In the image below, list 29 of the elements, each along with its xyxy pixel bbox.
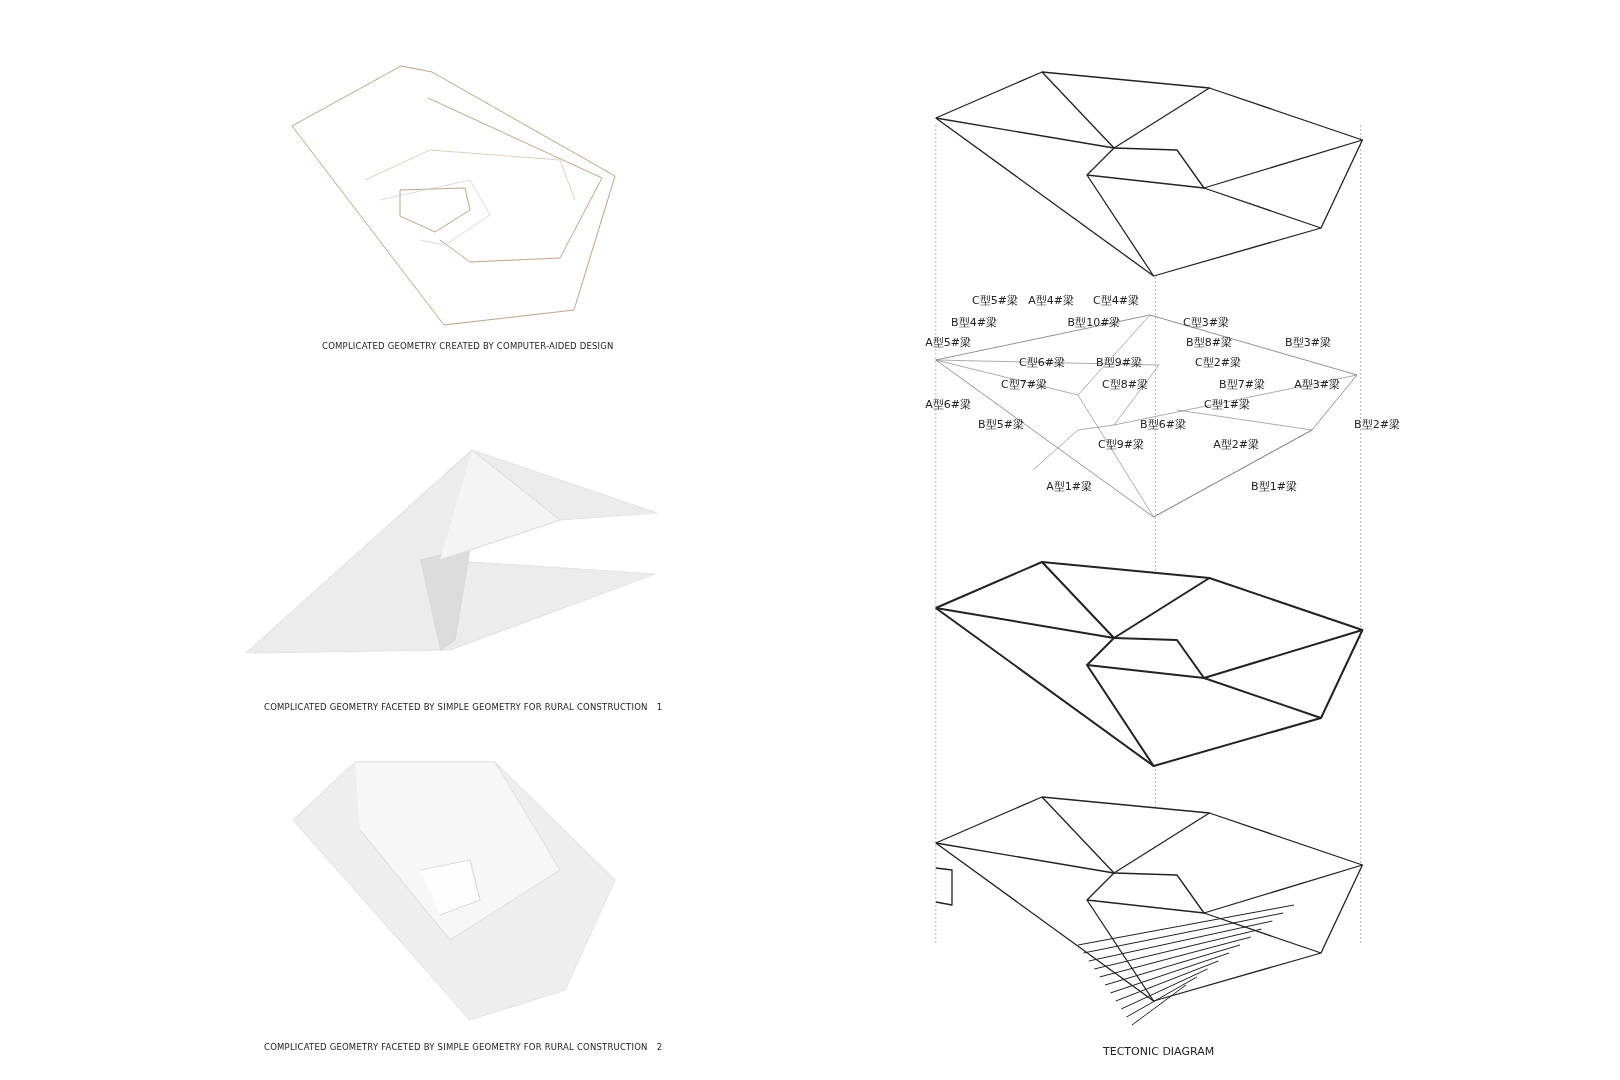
beam-label: A型6#梁 xyxy=(925,396,971,412)
caption: TECTONIC DIAGRAM xyxy=(1103,1045,1215,1058)
caption: COMPLICATED GEOMETRY FACETED BY SIMPLE GEOMETRY FOR RURAL CONSTRUCTION 2 xyxy=(264,1042,663,1054)
beam-label: B型9#梁 xyxy=(1096,354,1142,370)
beam-label: C型9#梁 xyxy=(1098,436,1144,452)
beam-label: A型5#梁 xyxy=(925,334,971,350)
beam-label: B型5#梁 xyxy=(978,416,1024,432)
beam-label: B型10#梁 xyxy=(1067,314,1121,330)
beam-label: A型2#梁 xyxy=(1213,436,1259,452)
beam-label: C型3#梁 xyxy=(1183,314,1229,330)
caption: COMPLICATED GEOMETRY FACETED BY SIMPLE GEOMETRY FOR RURAL CONSTRUCTION 1 xyxy=(264,702,663,714)
beam-label: B型3#梁 xyxy=(1285,334,1331,350)
beam-label: B型6#梁 xyxy=(1140,416,1186,432)
beam-label: C型6#梁 xyxy=(1019,354,1065,370)
beam-label: B型1#梁 xyxy=(1251,478,1297,494)
beam-label: C型8#梁 xyxy=(1102,376,1148,392)
beam-label: B型8#梁 xyxy=(1186,334,1232,350)
caption: COMPLICATED GEOMETRY CREATED BY COMPUTER-AIDED DESIGN xyxy=(322,341,614,351)
beam-label: C型1#梁 xyxy=(1204,396,1250,412)
beam-label: B型7#梁 xyxy=(1219,376,1265,392)
beam-label: C型7#梁 xyxy=(1001,376,1047,392)
beam-label: C型4#梁 xyxy=(1093,292,1139,308)
beam-label: B型2#梁 xyxy=(1354,416,1400,432)
beam-label: C型2#梁 xyxy=(1195,354,1241,370)
beam-label: A型3#梁 xyxy=(1294,376,1340,392)
beam-label: A型1#梁 xyxy=(1046,478,1092,494)
beam-label: C型5#梁 xyxy=(972,292,1018,308)
beam-label: A型4#梁 xyxy=(1028,292,1074,308)
beam-label: B型4#梁 xyxy=(951,314,997,330)
